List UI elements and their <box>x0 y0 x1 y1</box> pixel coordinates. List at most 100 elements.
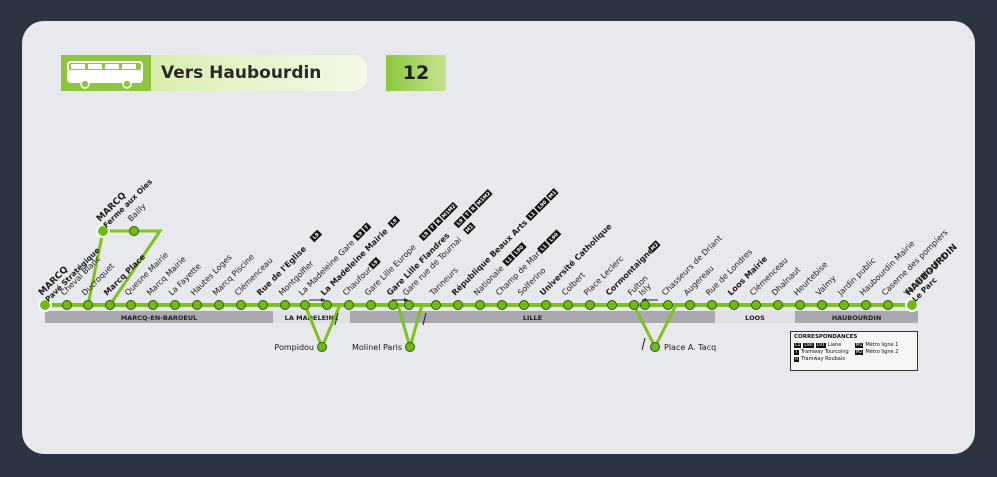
station-marker <box>795 300 805 310</box>
connection-badge <box>368 256 381 270</box>
station-marker <box>317 342 327 352</box>
connection-badge <box>545 188 559 201</box>
legend-label: Tramway Tourcoing <box>800 349 849 355</box>
connection-badge <box>468 203 479 214</box>
connection-badge <box>545 229 562 245</box>
connection-badge-label: L9 <box>355 230 364 239</box>
station-marker <box>650 342 660 352</box>
direction-arrowhead <box>321 298 325 302</box>
station-marker <box>62 300 72 310</box>
station-marker <box>475 300 485 310</box>
connection-badge-label: L1 <box>528 211 537 220</box>
connection-badge-label: L9 <box>390 218 399 227</box>
station-marker <box>236 300 246 310</box>
connection-badge <box>474 189 493 208</box>
zone-band <box>45 311 273 323</box>
zone-band <box>350 311 715 323</box>
connection-badge <box>439 201 458 221</box>
legend-badge: M2 <box>854 349 864 355</box>
terminus-marker <box>38 298 52 312</box>
connection-badge-label: R <box>470 205 477 212</box>
legend-badge: R <box>794 356 800 362</box>
station-marker <box>83 300 93 310</box>
connection-badge <box>462 209 473 220</box>
direction-arrow <box>641 337 646 351</box>
connection-badge-label: T <box>464 211 471 218</box>
station-marker <box>607 300 617 310</box>
station-marker <box>280 300 290 310</box>
connection-badge-label: L9 <box>421 230 430 239</box>
station-marker <box>773 300 783 310</box>
station-marker <box>148 300 158 310</box>
station-marker <box>405 342 415 352</box>
route-direction-title: Vers Haubourdin <box>161 63 322 83</box>
station-marker <box>404 300 414 310</box>
connection-badge-label: L9 <box>456 218 465 227</box>
connection-badge <box>534 196 550 213</box>
station-marker <box>519 300 529 310</box>
connection-badge <box>453 215 467 229</box>
station-marker <box>105 300 115 310</box>
connection-badge <box>427 222 438 233</box>
station-marker <box>839 300 849 310</box>
connection-badge <box>536 241 550 254</box>
zone-band <box>715 311 795 323</box>
station-marker <box>453 300 463 310</box>
zone-label: HAUBOURDIN <box>832 314 882 322</box>
legend-label: Métro ligne 2 <box>865 349 899 355</box>
station-marker <box>883 300 893 310</box>
station-marker <box>366 300 376 310</box>
station-name: Clémenceau <box>747 255 789 297</box>
legend-title: CORRESPONDANCES <box>794 334 858 340</box>
station-marker <box>663 300 673 310</box>
station-label-group: Clémenceau <box>747 255 789 297</box>
station-marker <box>214 300 224 310</box>
station-marker <box>300 300 310 310</box>
connection-badge-label: L90 <box>548 232 560 244</box>
legend-badge: L1 <box>794 342 802 348</box>
connection-badge-label: L90 <box>537 199 549 211</box>
station-marker <box>817 300 827 310</box>
station-marker <box>751 300 761 310</box>
zone-label: LILLE <box>523 314 542 322</box>
bus-icon <box>61 55 151 91</box>
legend-badge: L90 <box>803 342 814 348</box>
connection-badge-label: L90 <box>514 244 526 256</box>
connection-badge <box>502 253 516 267</box>
station-marker <box>129 226 139 236</box>
zone-label: MARCQ-EN-BAROEUL <box>121 314 198 322</box>
station-marker <box>707 300 717 310</box>
legend-badge: T <box>794 349 799 355</box>
terminus-marker <box>96 224 110 238</box>
legend-badge: L91 <box>815 342 826 348</box>
connection-badge-label: T <box>364 224 371 231</box>
direction-arrow <box>334 312 339 326</box>
connection-badge <box>511 242 527 258</box>
station-marker <box>192 300 202 310</box>
connection-badge-label: M1 <box>548 189 559 200</box>
station-marker <box>541 300 551 310</box>
station-label-group: Clémenceau <box>232 255 274 297</box>
legend-label: Liane <box>827 342 842 348</box>
station-marker <box>685 300 695 310</box>
station-name: Clémenceau <box>232 255 274 297</box>
station-marker <box>861 300 871 310</box>
station-name: Molinel Paris <box>352 343 402 352</box>
station-marker <box>258 300 268 310</box>
station-marker <box>640 300 650 310</box>
station-marker <box>629 300 639 310</box>
route-header: Vers Haubourdin <box>61 55 367 91</box>
connection-badge <box>387 215 401 229</box>
legend-label: Tramway Roubaix <box>801 356 846 362</box>
station-marker <box>126 300 136 310</box>
terminus-marker <box>905 298 919 312</box>
direction-arrow <box>422 312 427 326</box>
